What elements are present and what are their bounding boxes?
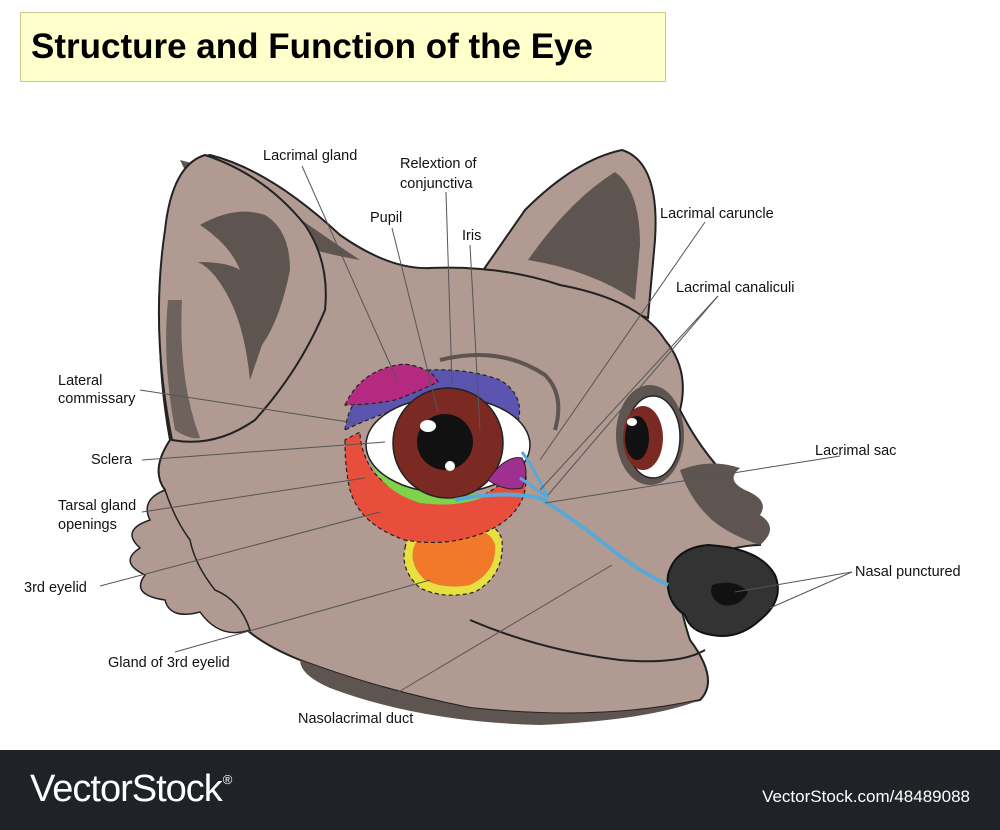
label-relextion-line1: Relextion of (400, 156, 478, 172)
nostril (711, 582, 748, 606)
gland-third-eyelid-inner (412, 529, 496, 587)
left-ear-edge (166, 300, 200, 439)
label-tarsal-line2: openings (58, 517, 117, 533)
label-lacrimal-sac: Lacrimal sac (815, 443, 896, 459)
jaw-fur (300, 660, 700, 725)
label-tarsal-line1: Tarsal gland (58, 498, 136, 514)
left-ear-inner (198, 211, 290, 380)
footer-brand-logo: VectorStock® (30, 768, 233, 811)
eye-highlight (420, 420, 436, 432)
lacrimal-canaliculi (519, 451, 550, 500)
cheek-fur (129, 489, 251, 634)
label-sclera: Sclera (91, 452, 133, 468)
right-ear-inner (528, 172, 640, 300)
label-nasolacrimal-duct: Nasolacrimal duct (298, 711, 413, 727)
label-lacrimal-caruncle: Lacrimal caruncle (660, 206, 774, 222)
mouth-line (469, 619, 706, 663)
lacrimal-caruncle-region (487, 457, 527, 490)
label-lateral-line2: commissary (58, 391, 136, 407)
label-lacrimal-gland: Lacrimal gland (263, 148, 357, 164)
label-third-eyelid: 3rd eyelid (24, 580, 87, 596)
label-nasal-punctured: Nasal punctured (855, 564, 961, 580)
far-eye-highlight (627, 418, 637, 426)
labels: Lacrimal gland Relextion of conjunctiva … (24, 148, 961, 727)
label-pupil: Pupil (370, 210, 402, 226)
watermark-footer: VectorStock® VectorStock.com/48489088 (0, 750, 1000, 830)
muzzle-fur (680, 463, 770, 545)
footer-brand-text: VectorStock (30, 768, 223, 810)
label-gland-third-eyelid: Gland of 3rd eyelid (108, 655, 230, 671)
label-iris: Iris (462, 228, 481, 244)
far-eye-pupil (625, 416, 649, 460)
tarsal-gland-region (367, 445, 486, 505)
leader-lines (99, 165, 853, 701)
page-title: Structure and Function of the Eye (31, 27, 593, 66)
wolf-eye-diagram: Lacrimal gland Relextion of conjunctiva … (24, 148, 961, 727)
footer-image-id: VectorStock.com/48489088 (762, 787, 970, 806)
eye-highlight-small (445, 461, 455, 471)
label-relextion-line2: conjunctiva (400, 176, 473, 192)
registered-mark: ® (222, 772, 233, 787)
nasolacrimal-duct (454, 492, 669, 587)
brow (439, 353, 561, 431)
wolf-head-illustration (129, 148, 779, 725)
lacrimal-gland-region (344, 363, 439, 406)
title-box: Structure and Function of the Eye (20, 12, 666, 82)
label-lateral-line1: Lateral (58, 373, 102, 389)
label-lacrimal-canaliculi: Lacrimal canaliculi (676, 280, 794, 296)
